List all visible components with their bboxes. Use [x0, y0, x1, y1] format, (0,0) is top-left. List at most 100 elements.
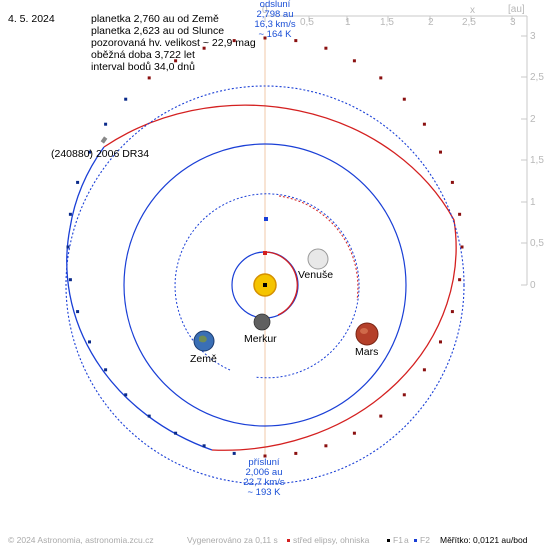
- asteroid-position-dot: [352, 431, 356, 435]
- footer: © 2024 Astronomia, astronomia.zcu.cz Vyg…: [0, 532, 550, 550]
- asteroid-position-dot: [202, 444, 206, 448]
- right-tick-label: 1: [530, 197, 536, 208]
- asteroid-position-dot: [66, 245, 70, 249]
- top-tick-label: 1,5: [380, 17, 394, 28]
- earth-orbit: [123, 143, 407, 427]
- venus-label: Venuše: [298, 269, 334, 281]
- mercury-label: Merkur: [244, 333, 277, 345]
- asteroid-position-dot: [202, 46, 206, 50]
- perihelion-title: přísluní: [248, 457, 280, 468]
- x-axis-label: x: [470, 5, 475, 16]
- generation-time: Vygenerováno za 0,11 s: [187, 535, 278, 545]
- aphelion-temperature: ~ 164 K: [258, 29, 292, 40]
- mars-shading: [360, 328, 368, 334]
- asteroid-position-dot: [450, 180, 454, 184]
- asteroid-position-dot: [422, 368, 426, 372]
- venus-orbit-blue: [174, 193, 360, 379]
- asteroid-position-dot: [458, 278, 462, 282]
- mars-label: Mars: [355, 346, 379, 358]
- asteroid-orbit: [66, 104, 457, 451]
- asteroid-position-dot: [450, 310, 454, 314]
- earth-label: Země: [190, 353, 217, 365]
- venus: [307, 248, 329, 270]
- asteroid-position-dot: [174, 59, 178, 63]
- mercury-orbit-red: [264, 251, 298, 316]
- top-tick-label: 2: [428, 17, 434, 28]
- asteroid-position-dot: [439, 150, 442, 154]
- legend-f1: F1: [387, 535, 403, 545]
- asteroid-position-dot: [232, 39, 236, 43]
- legend-f2-marker: [414, 539, 417, 543]
- sun-distance: planetka 2,623 au od Slunce: [91, 25, 225, 37]
- asteroid-position-dot: [294, 451, 298, 455]
- copyright: © 2024 Astronomia, astronomia.zcu.cz: [8, 535, 154, 545]
- legend-f1-marker: [387, 539, 390, 543]
- asteroid-position-dot: [76, 180, 80, 184]
- right-tick-label: 3: [530, 31, 536, 42]
- perihelion-distance: 2,006 au: [245, 467, 283, 478]
- asteroid-position-dot: [232, 451, 236, 455]
- asteroid-position-dot: [124, 97, 128, 101]
- venus-orbit-red: [278, 195, 359, 301]
- right-tick-label: 0: [530, 280, 536, 291]
- asteroid-position-dot: [460, 245, 464, 249]
- asteroid-position-dot: [379, 76, 383, 80]
- aphelion-distance: 2,798 au: [256, 9, 294, 20]
- orbital-period: oběžná doba 3,722 let: [91, 49, 195, 61]
- legend-center: střed elipsy, ohniska: [287, 535, 369, 545]
- asteroid-position-dot: [104, 122, 108, 126]
- asteroid-position-dots: [66, 36, 464, 458]
- top-tick-label: 2,5: [462, 17, 476, 28]
- axes: [264, 15, 528, 286]
- right-tick-label: 2,5: [530, 72, 544, 83]
- asteroid-position-dot: [324, 46, 328, 50]
- mars-orbit: [65, 85, 465, 485]
- aphelion-label: odsluní 2,798 au 16,3 km/s ~ 164 K: [245, 0, 305, 40]
- legend-center-marker: [287, 539, 290, 543]
- asteroid-position-dot: [458, 212, 462, 216]
- right-tick-label: 0,5: [530, 238, 544, 249]
- asteroid-position-dot: [422, 122, 426, 126]
- aphelion-title: odsluní: [259, 0, 291, 10]
- asteroid-position-dot: [352, 59, 356, 63]
- scale-label: Měřítko: 0,0121 au/bod: [440, 535, 528, 545]
- perihelion-temperature: ~ 193 K: [247, 487, 281, 498]
- asteroid-name: (240880) 2006 DR34: [51, 148, 150, 160]
- asteroid-position-dot: [379, 414, 383, 418]
- focus-f2-marker: [264, 217, 268, 221]
- asteroid-position-dot: [263, 454, 267, 458]
- asteroid-position-dot: [76, 310, 80, 314]
- unit-label: [au]: [508, 4, 525, 15]
- top-tick-label: 0,5: [300, 17, 314, 28]
- asteroid-position-dot: [439, 340, 442, 344]
- asteroid-position-dot: [88, 340, 91, 344]
- asteroid-position-dot: [68, 278, 72, 282]
- point-interval: interval bodů 34,0 dnů: [91, 61, 195, 73]
- top-tick-label: 0: [262, 5, 268, 16]
- asteroid-position-dot: [324, 444, 328, 448]
- top-tick-label: 1: [345, 17, 351, 28]
- info-panel: planetka 2,760 au od Země planetka 2,623…: [91, 13, 256, 73]
- asteroid-position-dot: [402, 393, 406, 397]
- mercury: [253, 313, 271, 331]
- asteroid-position-dot: [402, 97, 406, 101]
- asteroid-position-dot: [68, 212, 72, 216]
- earth-distance: planetka 2,760 au od Země: [91, 13, 219, 25]
- date-label: 4. 5. 2024: [8, 13, 55, 25]
- ellipse-center-marker: [263, 251, 267, 255]
- asteroid-position-dot: [124, 393, 128, 397]
- asteroid: [100, 136, 108, 144]
- magnitude: pozorovaná hv. velikost ~ 22,9 mag: [91, 37, 256, 49]
- asteroid-position-dot: [104, 368, 108, 372]
- asteroid-position-dot: [263, 36, 267, 40]
- asteroid-position-dot: [147, 76, 151, 80]
- earth-landmass: [199, 335, 207, 343]
- asteroid-position-dot: [147, 414, 151, 418]
- focus-f1-marker: [263, 283, 267, 287]
- top-tick-label: 3: [510, 17, 516, 28]
- perihelion-speed: 22,7 km/s: [243, 477, 285, 488]
- legend-f2: F2: [414, 535, 430, 545]
- asteroid-position-dot: [174, 431, 178, 435]
- aphelion-speed: 16,3 km/s: [254, 19, 296, 30]
